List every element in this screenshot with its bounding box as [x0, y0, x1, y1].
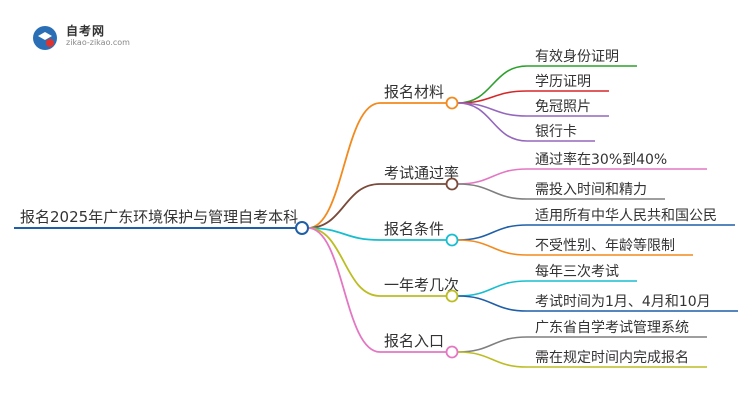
branch-node: [445, 289, 459, 303]
child-connector: [457, 168, 528, 185]
branch-label: 报名材料: [384, 83, 444, 101]
child-connector: [457, 295, 528, 312]
child-label: 考试时间为1月、4月和10月: [535, 294, 711, 310]
branch-node: [445, 345, 459, 359]
branch-connector: [307, 227, 381, 241]
child-connector: [457, 183, 528, 200]
child-label: 广东省自学考试管理系统: [535, 320, 689, 336]
child-connector: [457, 65, 528, 104]
child-label: 银行卡: [535, 124, 577, 140]
child-connector: [457, 102, 528, 142]
branch-connector: [307, 227, 381, 297]
child-label: 免冠照片: [535, 99, 591, 115]
child-connector: [457, 224, 528, 241]
branch-label: 报名入口: [384, 332, 444, 350]
site-logo[interactable]: 自考网 zikao-zikao.com: [30, 20, 140, 54]
child-connector: [457, 336, 528, 353]
branch-connector: [307, 227, 381, 353]
logo-name: 自考网: [66, 24, 106, 38]
graduation-cap-icon: [33, 26, 57, 50]
branch-node: [445, 96, 459, 110]
child-connector: [457, 280, 528, 297]
child-label: 学历证明: [535, 74, 591, 90]
child-label: 有效身份证明: [535, 49, 619, 65]
branch-connector: [307, 183, 381, 229]
branch-label: 一年考几次: [384, 276, 459, 294]
branch-label: 考试通过率: [384, 164, 459, 182]
root-label: 报名2025年广东环境保护与管理自考本科: [20, 208, 298, 226]
logo-url: zikao-zikao.com: [66, 38, 130, 47]
child-label: 不受性别、年龄等限制: [535, 237, 675, 254]
root-node: [295, 221, 309, 235]
child-label: 通过率在30%到40%: [535, 151, 667, 168]
branch-connector: [307, 102, 381, 229]
branch-label: 报名条件: [384, 220, 444, 238]
child-connector: [457, 239, 528, 256]
child-label: 每年三次考试: [535, 264, 619, 280]
branch-node: [445, 177, 459, 191]
child-label: 需投入时间和精力: [535, 182, 647, 198]
branch-node: [445, 233, 459, 247]
child-label: 需在规定时间内完成报名: [535, 350, 689, 366]
child-connector: [457, 351, 528, 368]
child-label: 适用所有中华人民共和国公民: [535, 208, 717, 224]
